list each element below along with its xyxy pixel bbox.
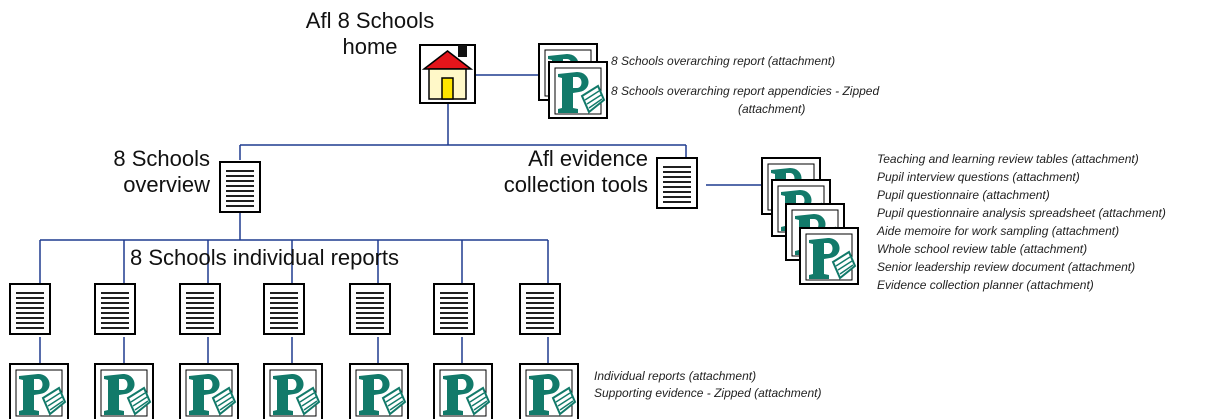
publisher-icon[interactable] xyxy=(179,363,239,419)
individual-attachment-item[interactable]: Supporting evidence - Zipped (attachment… xyxy=(594,386,822,400)
house-icon[interactable] xyxy=(419,44,476,104)
individual-report-document-icon[interactable] xyxy=(433,283,475,335)
home-attachment-item[interactable]: 8 Schools overarching report (attachment… xyxy=(611,54,836,68)
home-title-line1: Afl 8 Schools xyxy=(305,8,435,33)
individual-report-document-icon[interactable] xyxy=(179,283,221,335)
publisher-icon[interactable] xyxy=(9,363,69,419)
evidence-attachment-item[interactable]: Evidence collection planner (attachment) xyxy=(877,278,1094,292)
overview-title-line1: 8 Schools xyxy=(113,146,210,171)
overview-document-icon[interactable] xyxy=(219,161,261,213)
home-title: Afl 8 Schools home xyxy=(296,8,444,60)
individual-report-document-icon[interactable] xyxy=(263,283,305,335)
individual-report-document-icon[interactable] xyxy=(9,283,51,335)
evidence-attachment-item[interactable]: Aide memoire for work sampling (attachme… xyxy=(877,224,1120,238)
home-attachment-item[interactable]: 8 Schools overarching report appendicies… xyxy=(611,84,880,98)
publisher-icon[interactable] xyxy=(519,363,579,419)
evidence-attachment-item[interactable]: Senior leadership review document (attac… xyxy=(877,260,1136,274)
individual-report-document-icon[interactable] xyxy=(94,283,136,335)
evidence-attachment-item[interactable]: Pupil questionnaire analysis spreadsheet… xyxy=(877,206,1166,220)
individual-report-document-icon[interactable] xyxy=(349,283,391,335)
evidence-attachment-icons xyxy=(761,157,859,285)
publisher-icon[interactable] xyxy=(263,363,323,419)
individual-reports-title: 8 Schools individual reports xyxy=(130,245,400,270)
evidence-attachment-item[interactable]: Whole school review table (attachment) xyxy=(877,242,1088,256)
evidence-document-icon[interactable] xyxy=(656,157,698,209)
publisher-icon[interactable] xyxy=(349,363,409,419)
evidence-attachment-item[interactable]: Pupil questionnaire (attachment) xyxy=(877,188,1050,202)
individual-report-document-icon[interactable] xyxy=(519,283,561,335)
connector-lines xyxy=(39,74,764,366)
home-attachment-icons xyxy=(538,43,608,119)
evidence-title: Afl evidence collection tools xyxy=(474,146,648,198)
publisher-icon[interactable] xyxy=(548,61,608,119)
individual-report-documents xyxy=(9,283,561,335)
publisher-icon[interactable] xyxy=(799,227,859,285)
evidence-attachment-item[interactable]: Pupil interview questions (attachment) xyxy=(877,170,1080,184)
publisher-icon[interactable] xyxy=(94,363,154,419)
home-attachment-item: (attachment) xyxy=(738,102,806,116)
overview-title: 8 Schools overview xyxy=(90,146,210,198)
individual-attachment-item[interactable]: Individual reports (attachment) xyxy=(594,369,757,383)
evidence-title-line1: Afl evidence xyxy=(528,146,648,171)
overview-title-line2: overview xyxy=(123,172,210,197)
individual-report-attachments xyxy=(9,363,579,419)
home-title-line2: home xyxy=(342,34,398,59)
publisher-icon[interactable] xyxy=(433,363,493,419)
evidence-attachment-item[interactable]: Teaching and learning review tables (att… xyxy=(877,152,1139,166)
evidence-title-line2: collection tools xyxy=(503,172,648,197)
